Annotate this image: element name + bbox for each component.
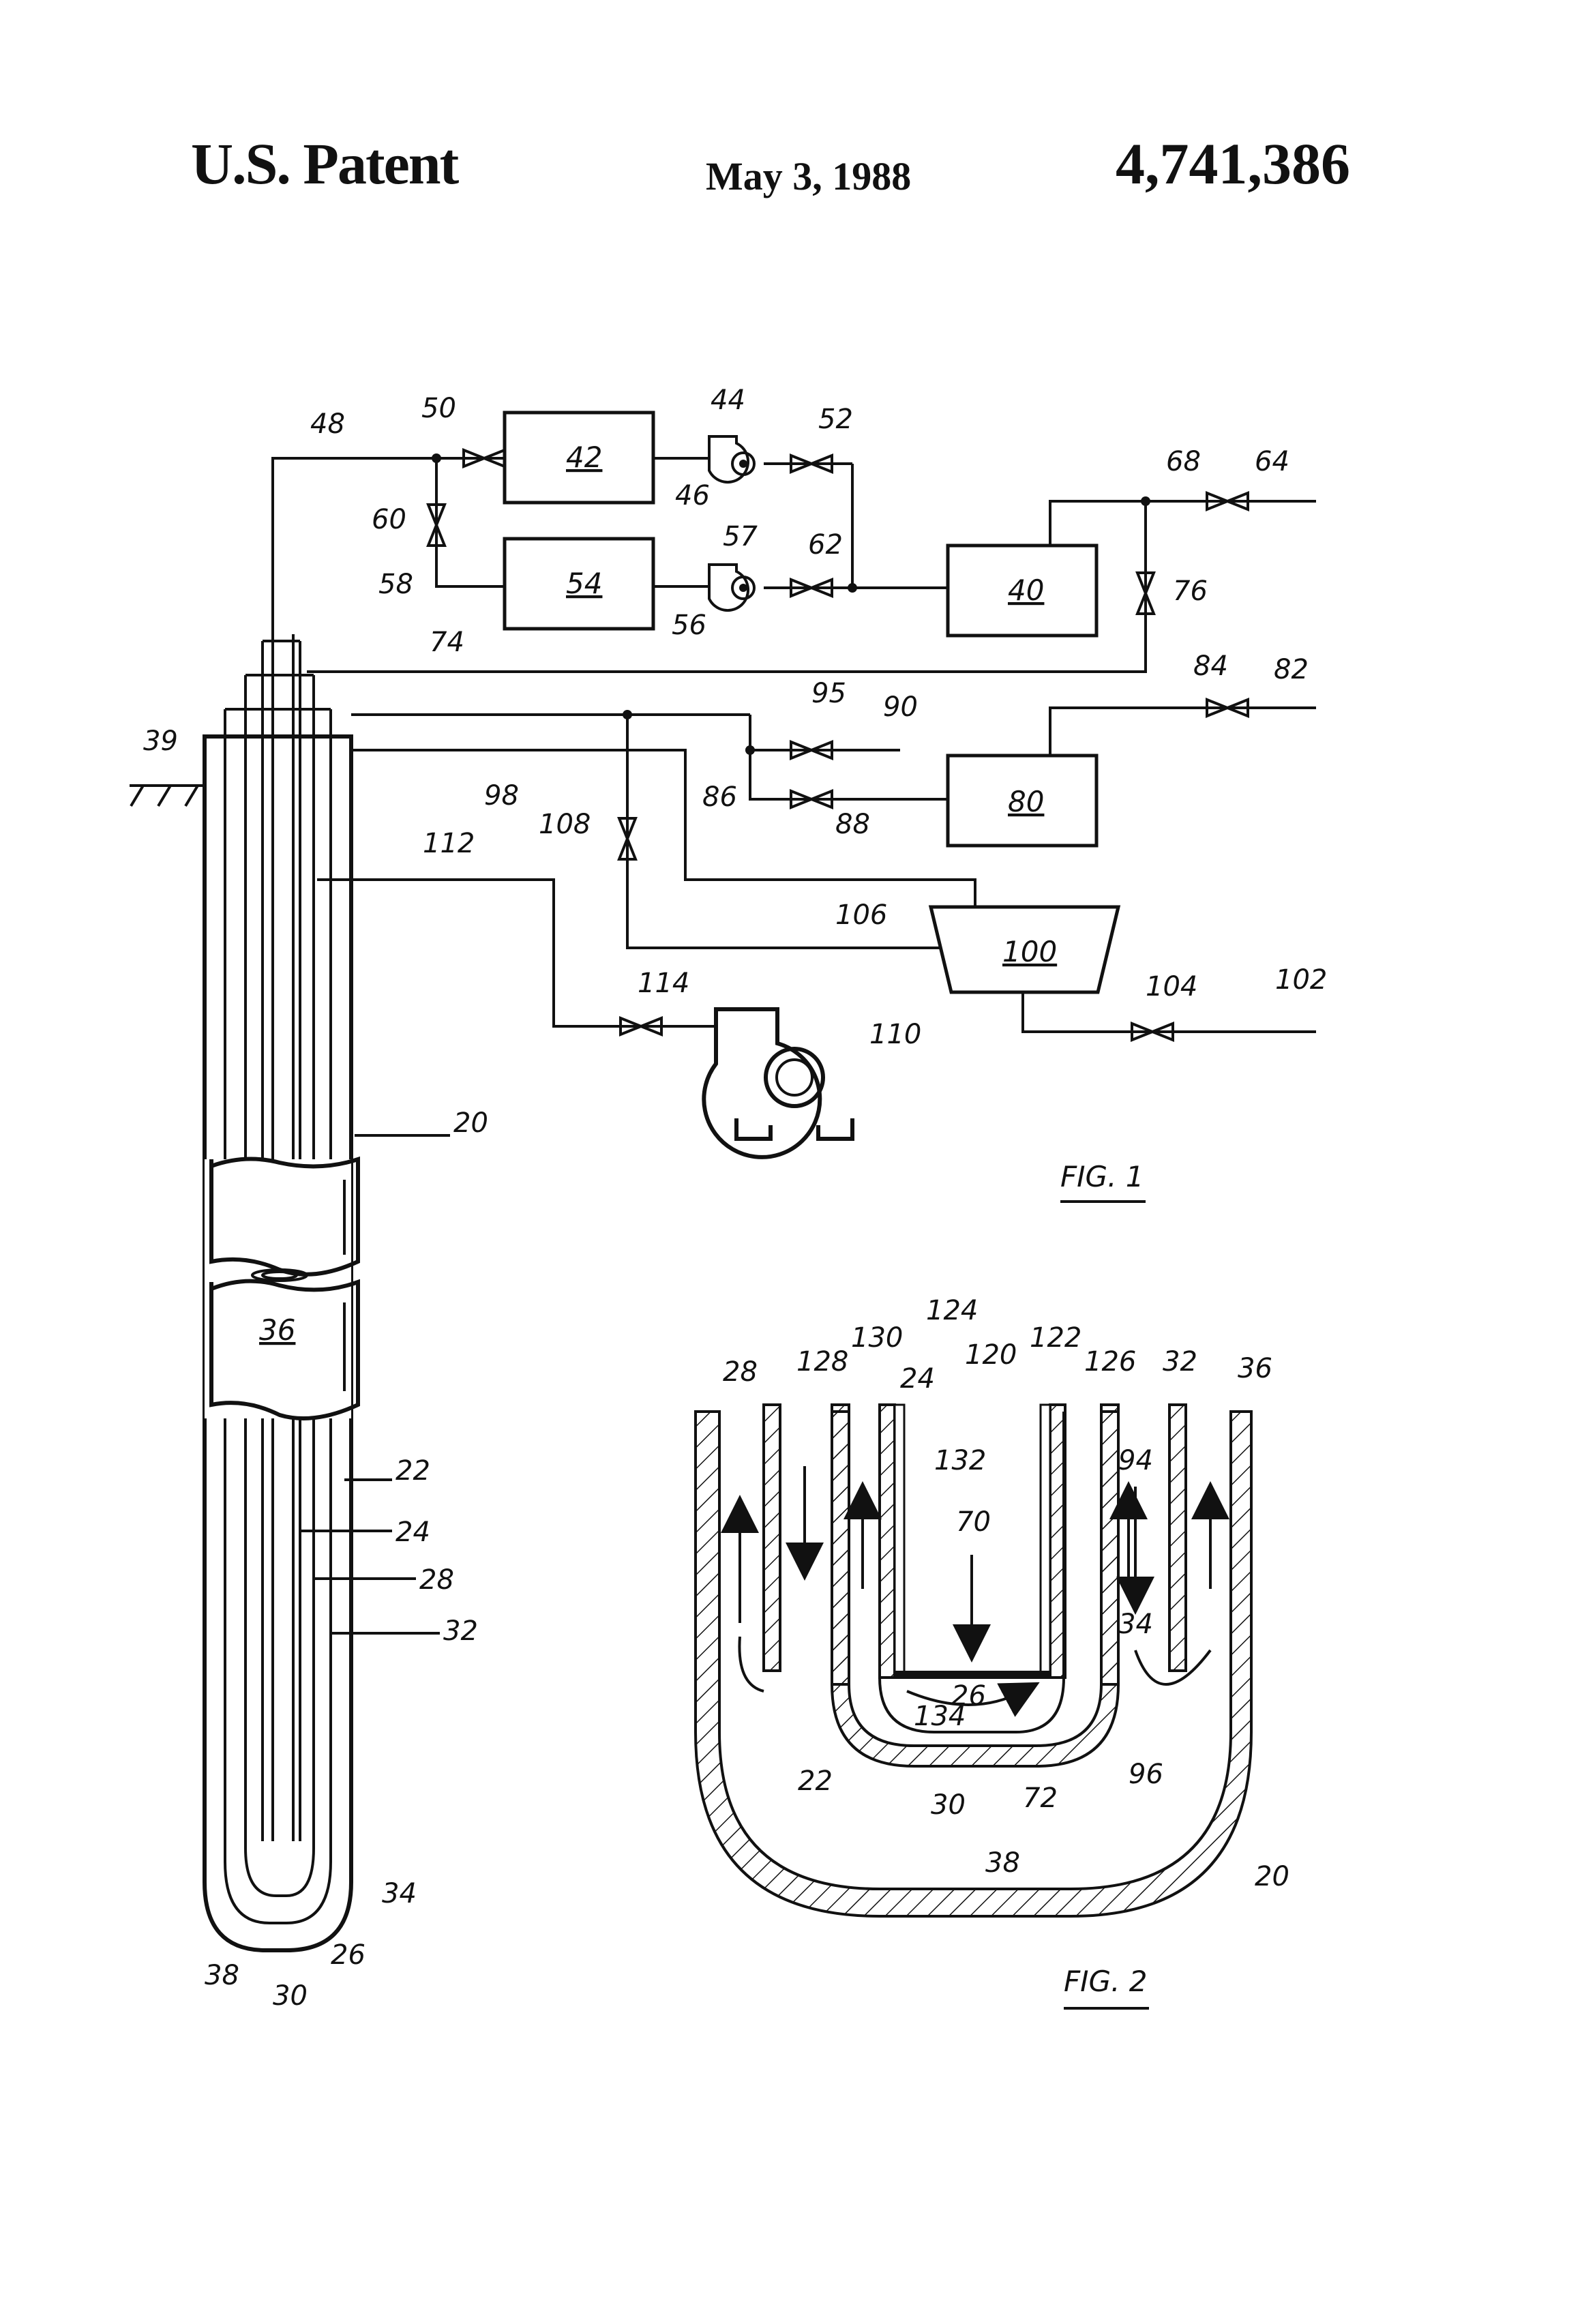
label2-120: 120 — [965, 1339, 1017, 1371]
label-100: 100 — [1002, 935, 1057, 968]
label-68: 68 — [1166, 446, 1201, 477]
blower-110 — [704, 1009, 852, 1157]
label2-130: 130 — [851, 1322, 903, 1354]
label2-124: 124 — [926, 1295, 978, 1326]
label2-20: 20 — [1255, 1861, 1289, 1892]
label-86: 86 — [702, 781, 737, 813]
wall-28-left — [764, 1405, 780, 1671]
label2-28: 28 — [723, 1356, 758, 1388]
ground-line — [130, 750, 450, 806]
label-84: 84 — [1193, 651, 1228, 682]
label-62: 62 — [808, 529, 843, 561]
label-24: 24 — [395, 1517, 430, 1548]
label-39: 39 — [143, 726, 178, 757]
label-106: 106 — [835, 899, 887, 931]
label2-24: 24 — [900, 1363, 935, 1395]
label2-34: 34 — [1118, 1609, 1153, 1640]
label-56: 56 — [672, 610, 706, 641]
label-22: 22 — [395, 1455, 430, 1487]
well-assembly — [205, 634, 358, 1950]
label-32: 32 — [443, 1615, 478, 1647]
label-102: 102 — [1275, 964, 1327, 996]
label-80: 80 — [1008, 785, 1044, 818]
label-34: 34 — [382, 1878, 417, 1909]
label-108: 108 — [539, 809, 591, 840]
label-42: 42 — [566, 441, 602, 474]
label-26: 26 — [331, 1939, 365, 1971]
label-74: 74 — [430, 627, 464, 658]
label-50: 50 — [421, 393, 456, 424]
label2-134: 134 — [914, 1701, 966, 1732]
label-110: 110 — [869, 1019, 921, 1050]
label-48: 48 — [310, 408, 345, 440]
label-28: 28 — [419, 1564, 454, 1596]
fig2-diagram: 28 128 130 124 24 120 122 126 32 36 132 … — [696, 1295, 1289, 2008]
label-30: 30 — [273, 1980, 308, 2012]
label2-94: 94 — [1118, 1445, 1153, 1476]
label2-72: 72 — [1023, 1783, 1058, 1814]
label-82: 82 — [1274, 654, 1309, 685]
label-98: 98 — [484, 780, 519, 811]
label2-36: 36 — [1238, 1353, 1272, 1384]
label-104: 104 — [1146, 971, 1197, 1002]
label-58: 58 — [378, 569, 413, 600]
label2-30: 30 — [931, 1789, 966, 1821]
label-46: 46 — [675, 480, 710, 511]
label-57: 57 — [723, 521, 758, 552]
label2-38: 38 — [985, 1847, 1020, 1879]
fan-57 — [709, 565, 754, 610]
fig1-caption: FIG. 1 — [1060, 1160, 1144, 1193]
label-112: 112 — [423, 828, 475, 859]
wall-32-right — [1169, 1405, 1186, 1671]
label2-96: 96 — [1129, 1759, 1163, 1790]
fig2-caption: FIG. 2 — [1064, 1965, 1148, 1998]
label2-122: 122 — [1030, 1322, 1081, 1354]
label-114: 114 — [638, 968, 689, 999]
flow-arrows — [739, 1466, 1210, 1705]
label-64: 64 — [1255, 446, 1289, 477]
label-20: 20 — [453, 1107, 488, 1139]
label-36: 36 — [259, 1313, 295, 1347]
fig2-callouts: 28 128 130 124 24 120 122 126 32 36 132 … — [723, 1295, 1289, 1892]
label2-132: 132 — [934, 1445, 986, 1476]
label-54: 54 — [566, 567, 602, 600]
label-90: 90 — [883, 691, 918, 723]
label-88: 88 — [835, 809, 870, 840]
label2-22: 22 — [798, 1766, 833, 1797]
fan-44 — [709, 436, 754, 482]
label-76: 76 — [1173, 576, 1208, 607]
label-38: 38 — [205, 1960, 239, 1991]
label-52: 52 — [818, 404, 853, 435]
label2-32: 32 — [1163, 1346, 1197, 1377]
label-60: 60 — [372, 504, 406, 535]
label2-70: 70 — [956, 1506, 991, 1538]
label2-128: 128 — [796, 1346, 848, 1377]
label2-126: 126 — [1084, 1346, 1136, 1377]
label-40: 40 — [1008, 573, 1044, 607]
label-95: 95 — [811, 678, 846, 709]
label-44: 44 — [711, 385, 745, 416]
